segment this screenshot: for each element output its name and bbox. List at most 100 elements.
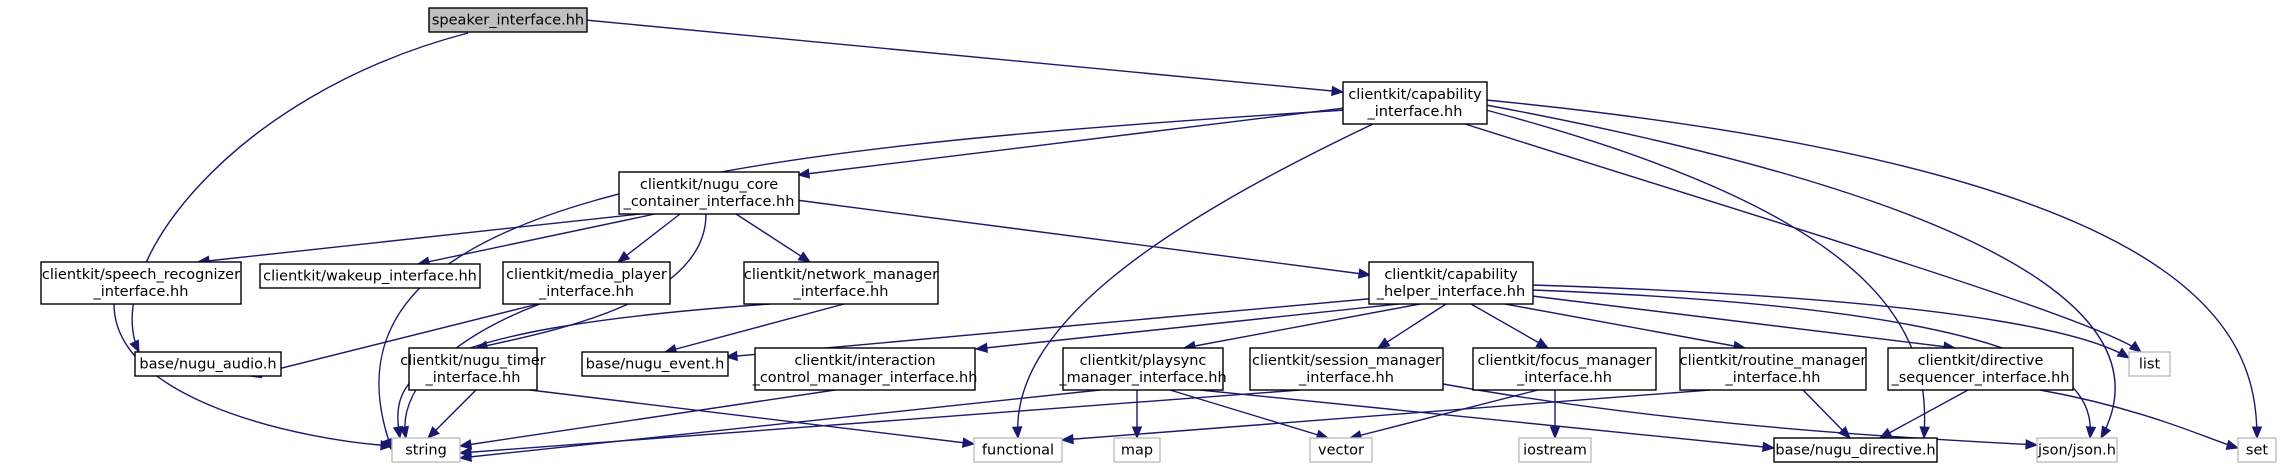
node-label: _interface.hh <box>793 284 889 300</box>
node-label: _interface.hh <box>93 284 189 300</box>
node-label: string <box>405 443 447 459</box>
node-label: _interface.hh <box>1298 370 1394 386</box>
node-label: base/nugu_audio.h <box>139 357 276 373</box>
node-label: map <box>1121 443 1153 459</box>
node-map: map <box>1113 437 1161 463</box>
node-label: clientkit/interaction <box>794 353 935 369</box>
arrowhead-icon <box>2100 425 2112 440</box>
node-core[interactable]: clientkit/nugu_core_container_interface.… <box>618 171 800 215</box>
arrowhead-icon <box>1762 441 1776 453</box>
node-speaker[interactable]: speaker_interface.hh <box>428 7 588 33</box>
edge-cap-to-directive <box>1485 109 1930 440</box>
node-iostream: iostream <box>1518 437 1592 463</box>
node-label: _sequencer_interface.hh <box>1891 370 2070 386</box>
edge-routine-to-directive <box>1802 389 1851 439</box>
arrowhead-icon <box>1878 427 1893 439</box>
node-box <box>2036 437 2118 463</box>
node-label: iostream <box>1523 443 1587 459</box>
arrowhead-icon <box>392 425 404 440</box>
node-label: json/json.h <box>2037 443 2116 459</box>
node-label: set <box>2246 443 2268 459</box>
node-label: _interface.hh <box>1367 104 1463 120</box>
node-label: _container_interface.hh <box>623 194 795 210</box>
edge-session-to-string <box>458 389 1301 458</box>
node-label: _interface.hh <box>538 284 634 300</box>
node-label: _interface.hh <box>1725 370 1821 386</box>
node-interaction[interactable]: clientkit/interaction_control_manager_in… <box>752 347 978 391</box>
node-playsync[interactable]: clientkit/playsync_manager_interface.hh <box>1058 347 1227 391</box>
arrowhead-icon <box>1919 426 1930 440</box>
node-directiveseq[interactable]: clientkit/directive_sequencer_interface.… <box>1887 347 2074 391</box>
edge-focus-to-iostream <box>1549 390 1561 440</box>
node-json: json/json.h <box>2036 437 2118 463</box>
edge-speaker-to-cap <box>584 19 1345 97</box>
edge-speech-to-string <box>113 303 394 451</box>
nodes-layer: speaker_interface.hh clientkit/capability… <box>40 7 2277 463</box>
arrowhead-icon <box>2225 439 2240 450</box>
arrowhead-icon <box>2251 426 2263 440</box>
arrowhead-icon <box>129 339 140 354</box>
node-box <box>134 351 282 377</box>
edge-playsync-to-directive <box>1199 389 1776 453</box>
node-label: base/nugu_directive.h <box>1775 443 1935 459</box>
arrowhead-icon <box>961 437 976 448</box>
node-label: clientkit/wakeup_interface.hh <box>263 269 477 285</box>
edges-layer <box>113 19 2263 463</box>
node-functional: functional <box>973 437 1063 463</box>
edge-core-to-speech <box>196 213 641 266</box>
edge-timer-to-string <box>427 389 477 439</box>
edge-caphelper-to-directiveseq <box>1531 295 1957 352</box>
node-directive[interactable]: base/nugu_directive.h <box>1773 437 1938 463</box>
edge-cap-to-functional <box>1011 123 1374 440</box>
node-label: clientkit/capability <box>1348 87 1482 103</box>
node-box <box>1249 347 1444 391</box>
node-speech[interactable]: clientkit/speech_recognizer_interface.hh <box>40 261 242 305</box>
arrowhead-icon <box>458 446 472 458</box>
arrowhead-icon <box>724 350 738 362</box>
node-label: list <box>2139 357 2161 373</box>
node-label: functional <box>982 443 1054 459</box>
node-label: clientkit/media_player <box>506 267 667 283</box>
edge-cap-to-json <box>1485 104 2116 440</box>
node-routine[interactable]: clientkit/routine_manager_interface.hh <box>1679 347 1867 391</box>
node-caphelper[interactable]: clientkit/capability_helper_interface.hh <box>1368 261 1534 305</box>
node-network[interactable]: clientkit/network_manager_interface.hh <box>743 261 939 305</box>
node-label: _control_manager_interface.hh <box>752 370 978 386</box>
node-box <box>973 437 1063 463</box>
node-wakeup[interactable]: clientkit/wakeup_interface.hh <box>259 263 481 289</box>
arrowhead-icon <box>1357 268 1372 279</box>
node-label: _manager_interface.hh <box>1058 370 1226 386</box>
node-box <box>1472 347 1657 391</box>
edge-session-to-json <box>1442 383 2039 450</box>
edge-cap-to-core <box>796 107 1346 179</box>
node-cap[interactable]: clientkit/capability_interface.hh <box>1342 81 1488 125</box>
arrowhead-icon <box>427 426 440 439</box>
node-audio[interactable]: base/nugu_audio.h <box>134 351 282 377</box>
node-focus[interactable]: clientkit/focus_manager_interface.hh <box>1472 347 1657 391</box>
arrowhead-icon <box>380 440 394 451</box>
edge-core-to-caphelper <box>795 199 1372 279</box>
node-box <box>40 261 242 305</box>
node-box <box>581 351 729 377</box>
node-label: _interface.hh <box>425 370 521 386</box>
arrowhead-icon <box>2085 426 2097 440</box>
node-label: base/nugu_event.h <box>586 357 725 373</box>
node-box <box>391 437 461 463</box>
node-media[interactable]: clientkit/media_player_interface.hh <box>502 261 671 305</box>
node-box <box>1887 347 2074 391</box>
edge-core-to-media <box>616 213 681 263</box>
node-session[interactable]: clientkit/session_manager_interface.hh <box>1249 347 1444 391</box>
node-box <box>259 263 481 289</box>
edge-playsync-to-map <box>1131 390 1143 440</box>
node-set: set <box>2237 437 2277 463</box>
node-label: clientkit/speech_recognizer <box>42 267 240 283</box>
node-box <box>2128 351 2171 377</box>
node-box <box>754 347 976 391</box>
node-timer[interactable]: clientkit/nugu_timer_interface.hh <box>400 347 546 391</box>
edge-cap-to-set <box>1485 99 2263 440</box>
node-label: _interface.hh <box>1516 370 1612 386</box>
edge-speaker-to-audio <box>129 32 469 354</box>
node-event[interactable]: base/nugu_event.h <box>581 351 729 377</box>
node-box <box>1309 437 1373 463</box>
